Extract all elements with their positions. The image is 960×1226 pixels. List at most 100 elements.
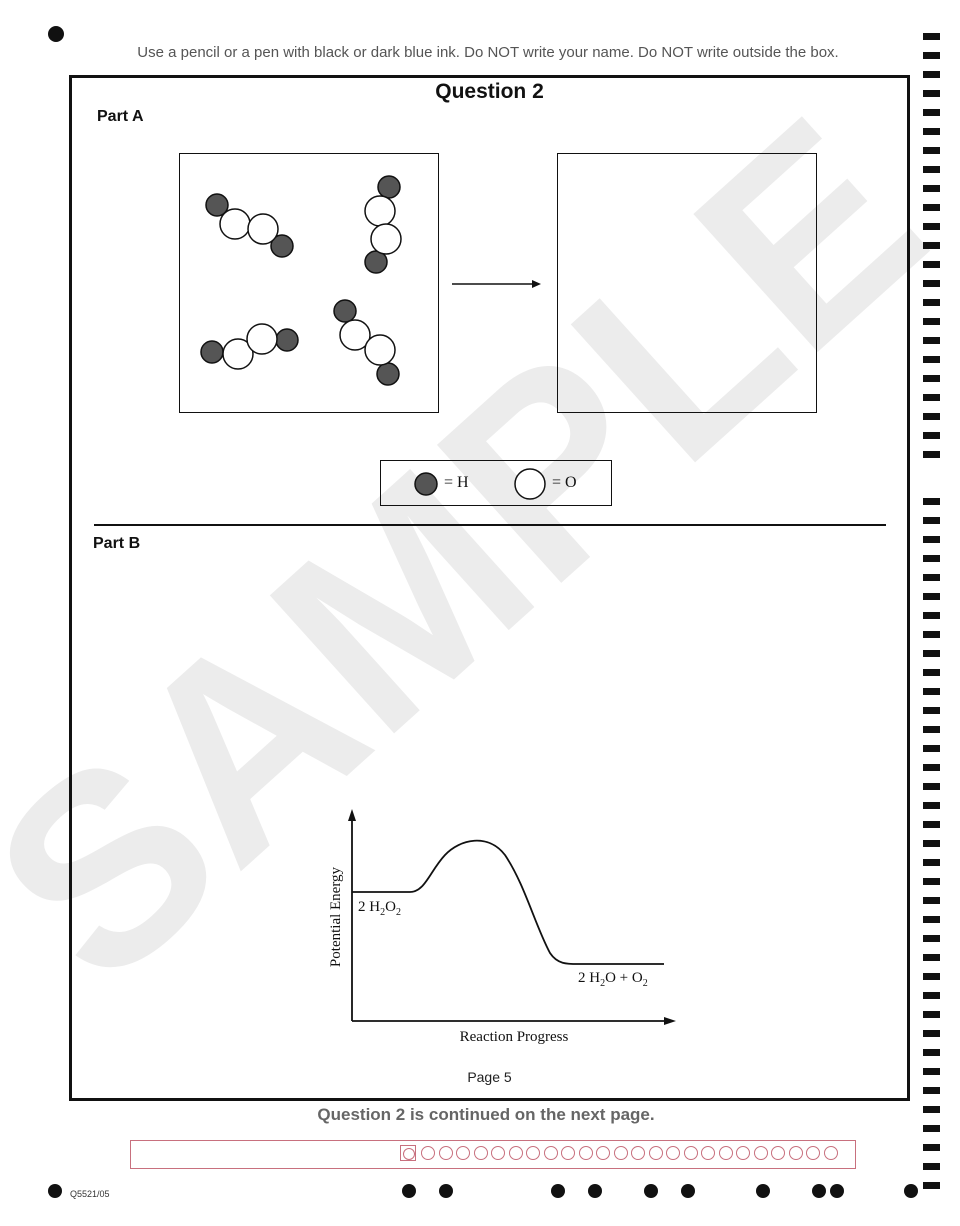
timing-mark bbox=[923, 1068, 940, 1075]
timing-dot bbox=[756, 1184, 770, 1198]
timing-dot bbox=[402, 1184, 416, 1198]
timing-mark bbox=[923, 337, 940, 344]
timing-mark bbox=[923, 299, 940, 306]
timing-mark bbox=[923, 223, 940, 230]
hydrogen-atom bbox=[275, 328, 299, 352]
timing-mark bbox=[923, 147, 940, 154]
timing-mark bbox=[923, 1144, 940, 1151]
hydrogen-atom bbox=[333, 299, 357, 323]
timing-mark bbox=[923, 394, 940, 401]
bubble bbox=[788, 1146, 803, 1160]
registration-dot-top-left bbox=[48, 26, 64, 42]
bubble bbox=[578, 1146, 593, 1160]
oxygen-atom bbox=[364, 195, 396, 227]
timing-mark bbox=[923, 451, 940, 458]
timing-mark bbox=[923, 840, 940, 847]
timing-mark bbox=[923, 432, 940, 439]
timing-mark bbox=[923, 185, 940, 192]
timing-dot bbox=[904, 1184, 918, 1198]
bubble bbox=[561, 1146, 575, 1160]
timing-mark bbox=[923, 498, 940, 505]
timing-mark bbox=[923, 1125, 940, 1132]
timing-mark bbox=[923, 375, 940, 382]
bubble bbox=[526, 1146, 540, 1160]
reactants-label: 2 H2O2 bbox=[358, 899, 401, 918]
bubble bbox=[718, 1146, 733, 1160]
products-drawing-box[interactable] bbox=[557, 153, 817, 413]
timing-mark bbox=[923, 71, 940, 78]
reaction-arrow-icon bbox=[452, 280, 541, 288]
products-label: 2 H2O + O2 bbox=[578, 970, 648, 989]
oxygen-atom bbox=[246, 323, 278, 355]
bubble bbox=[596, 1146, 610, 1160]
timing-mark bbox=[923, 992, 940, 999]
hydrogen-atom bbox=[376, 362, 400, 386]
timing-mark bbox=[923, 318, 940, 325]
timing-dot bbox=[644, 1184, 658, 1198]
timing-mark bbox=[923, 764, 940, 771]
timing-mark bbox=[923, 593, 940, 600]
oxygen-atom bbox=[339, 319, 371, 351]
oxygen-atom bbox=[370, 223, 402, 255]
timing-mark bbox=[923, 878, 940, 885]
timing-mark bbox=[923, 1106, 940, 1113]
bubble bbox=[771, 1146, 785, 1160]
timing-dot bbox=[681, 1184, 695, 1198]
timing-mark bbox=[923, 688, 940, 695]
timing-mark bbox=[923, 574, 940, 581]
timing-mark bbox=[923, 707, 940, 714]
page-number: Page 5 bbox=[467, 1069, 512, 1085]
form-code: Q5521/05 bbox=[70, 1189, 110, 1199]
y-axis-arrow-icon bbox=[348, 809, 356, 821]
bubble bbox=[456, 1146, 470, 1160]
timing-mark bbox=[923, 1163, 940, 1170]
hydrogen-atom bbox=[205, 193, 229, 217]
timing-mark bbox=[923, 1087, 940, 1094]
timing-mark bbox=[923, 954, 940, 961]
timing-mark bbox=[923, 650, 940, 657]
oxygen-atom bbox=[222, 338, 254, 370]
timing-mark bbox=[923, 555, 940, 562]
atom-legend bbox=[380, 460, 612, 506]
timing-mark bbox=[923, 612, 940, 619]
energy-diagram: Potential Energy Reaction Progress 2 H2O… bbox=[328, 809, 676, 1045]
timing-mark bbox=[923, 1049, 940, 1056]
oxygen-atom bbox=[364, 334, 396, 366]
oxygen-atom bbox=[247, 213, 279, 245]
timing-mark bbox=[923, 916, 940, 923]
timing-mark bbox=[923, 356, 940, 363]
oxygen-legend-label: = O bbox=[552, 474, 577, 491]
bubble-square bbox=[400, 1145, 416, 1161]
question-title: Question 2 bbox=[435, 80, 544, 103]
bubble bbox=[648, 1146, 663, 1160]
timing-dot bbox=[588, 1184, 602, 1198]
timing-mark bbox=[923, 280, 940, 287]
timing-mark bbox=[923, 517, 940, 524]
bubble bbox=[823, 1146, 838, 1160]
timing-dot bbox=[551, 1184, 565, 1198]
reactant-molecules bbox=[200, 175, 402, 386]
bubble bbox=[736, 1146, 750, 1160]
timing-mark bbox=[923, 109, 940, 116]
bubble bbox=[438, 1146, 453, 1160]
timing-mark bbox=[923, 631, 940, 638]
timing-mark bbox=[923, 128, 940, 135]
registration-dot-bottom-left bbox=[48, 1184, 62, 1198]
oxygen-legend-icon bbox=[514, 468, 546, 500]
y-axis-label: Potential Energy bbox=[328, 866, 344, 967]
part-a-label: Part A bbox=[97, 108, 144, 125]
hydrogen-legend-icon bbox=[414, 472, 438, 496]
timing-mark bbox=[923, 413, 940, 420]
answer-box[interactable] bbox=[69, 75, 910, 1101]
bubble bbox=[473, 1146, 488, 1160]
timing-mark bbox=[923, 536, 940, 543]
bubble bbox=[491, 1146, 505, 1160]
bubble bbox=[701, 1146, 715, 1160]
x-axis-arrow-icon bbox=[664, 1017, 676, 1025]
bubble bbox=[543, 1146, 558, 1160]
hydrogen-atom bbox=[200, 340, 224, 364]
part-divider bbox=[94, 524, 886, 526]
timing-dot bbox=[812, 1184, 826, 1198]
hydrogen-legend-label: = H bbox=[444, 474, 469, 491]
part-b-label: Part B bbox=[93, 535, 141, 552]
